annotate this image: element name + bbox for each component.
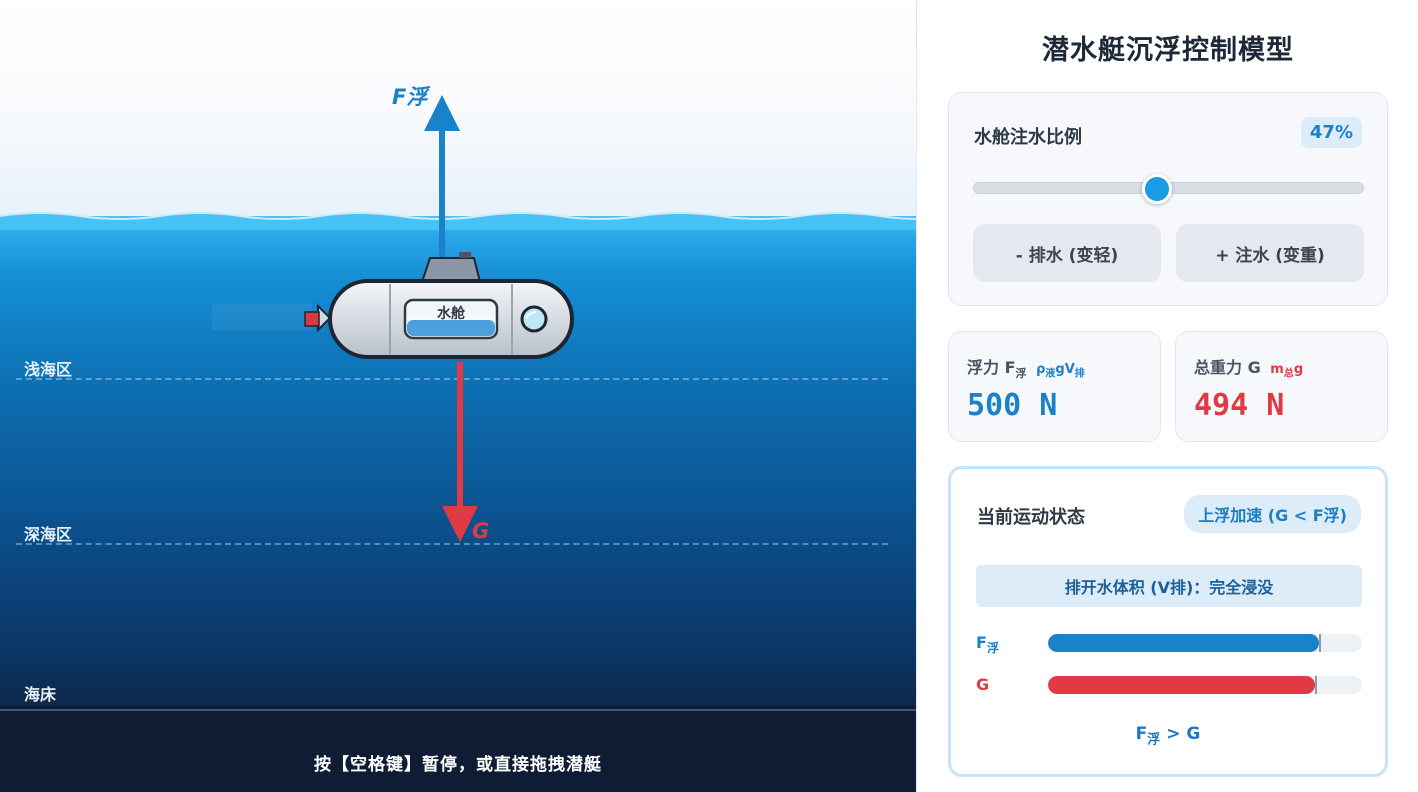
status-title: 当前运动状态 xyxy=(977,507,1085,528)
buoyancy-bar-tick xyxy=(1318,634,1321,652)
slider-thumb[interactable] xyxy=(1141,174,1172,204)
seabed xyxy=(0,706,916,792)
buoyancy-arrow xyxy=(424,95,460,275)
seabed-label: 海床 xyxy=(24,685,57,704)
water-surface xyxy=(0,212,916,230)
water-ratio-label: 水舱注水比例 xyxy=(974,127,1082,148)
gravity-force-label: G xyxy=(472,519,489,543)
water-ratio-slider[interactable] xyxy=(973,174,1364,204)
porthole-icon xyxy=(520,305,548,333)
shallow-zone-line xyxy=(16,378,888,380)
simulation-scene: 浅海区 深海区 海床 F浮 xyxy=(0,0,916,792)
gravity-arrow xyxy=(442,362,478,542)
panel-title: 潜水艇沉浮控制模型 xyxy=(1042,35,1294,66)
keyboard-hint: 按【空格键】暂停，或直接拖拽潜艇 xyxy=(314,755,602,775)
scene-overlay: F浮 G xyxy=(212,85,574,543)
weight-formula: m总g xyxy=(1270,362,1304,380)
sky xyxy=(0,0,916,216)
weight-value: 494 N xyxy=(1194,388,1285,423)
buoyancy-value: 500 N xyxy=(967,388,1058,423)
buoyancy-card: 浮力 F浮 ρ液gV排 500 N xyxy=(948,331,1161,442)
shallow-zone-label: 浅海区 xyxy=(24,360,73,379)
water-control-card: 水舱注水比例 47% - 排水 (变轻) + 注水 (变重) xyxy=(948,92,1388,306)
control-panel: 潜水艇沉浮控制模型 水舱注水比例 47% - 排水 (变轻) + 注水 (变重)… xyxy=(916,0,1418,792)
buoyancy-force-label: F浮 xyxy=(392,85,430,109)
buoyancy-bar-track xyxy=(1048,634,1362,652)
status-badge: 上浮加速 (G < F浮) xyxy=(1184,495,1361,533)
weight-card: 总重力 G m总g 494 N xyxy=(1175,331,1388,442)
deep-zone-label: 深海区 xyxy=(24,525,73,544)
deep-zone-line xyxy=(16,543,888,545)
water-ratio-value: 47% xyxy=(1300,117,1362,148)
submarine[interactable] xyxy=(212,252,574,359)
seabed-line xyxy=(0,709,916,711)
buoyancy-formula: ρ液gV排 xyxy=(1036,362,1085,380)
tank-water-level xyxy=(407,320,495,336)
buoyancy-bar-label: F浮 xyxy=(976,633,999,656)
gravity-bar-track xyxy=(1048,676,1362,694)
gravity-bar-tick xyxy=(1315,676,1318,694)
drain-button[interactable]: - 排水 (变轻) xyxy=(973,224,1161,282)
motion-status-card: 当前运动状态 上浮加速 (G < F浮) 排开水体积 (V排)：完全浸没 F浮 … xyxy=(948,466,1388,777)
fill-button[interactable]: + 注水 (变重) xyxy=(1176,224,1364,282)
buoyancy-bar xyxy=(1048,634,1319,652)
displaced-volume-status: 排开水体积 (V排)：完全浸没 xyxy=(976,565,1362,607)
gravity-bar-label: G xyxy=(976,675,990,694)
tank-label: 水舱 xyxy=(437,306,465,322)
force-comparison: F浮 > G xyxy=(1135,724,1201,748)
gravity-bar xyxy=(1048,676,1316,694)
buoyancy-label: 浮力 F浮 ρ液gV排 xyxy=(967,358,1085,381)
weight-label: 总重力 G m总g xyxy=(1194,358,1304,380)
slider-fill xyxy=(974,183,1157,193)
